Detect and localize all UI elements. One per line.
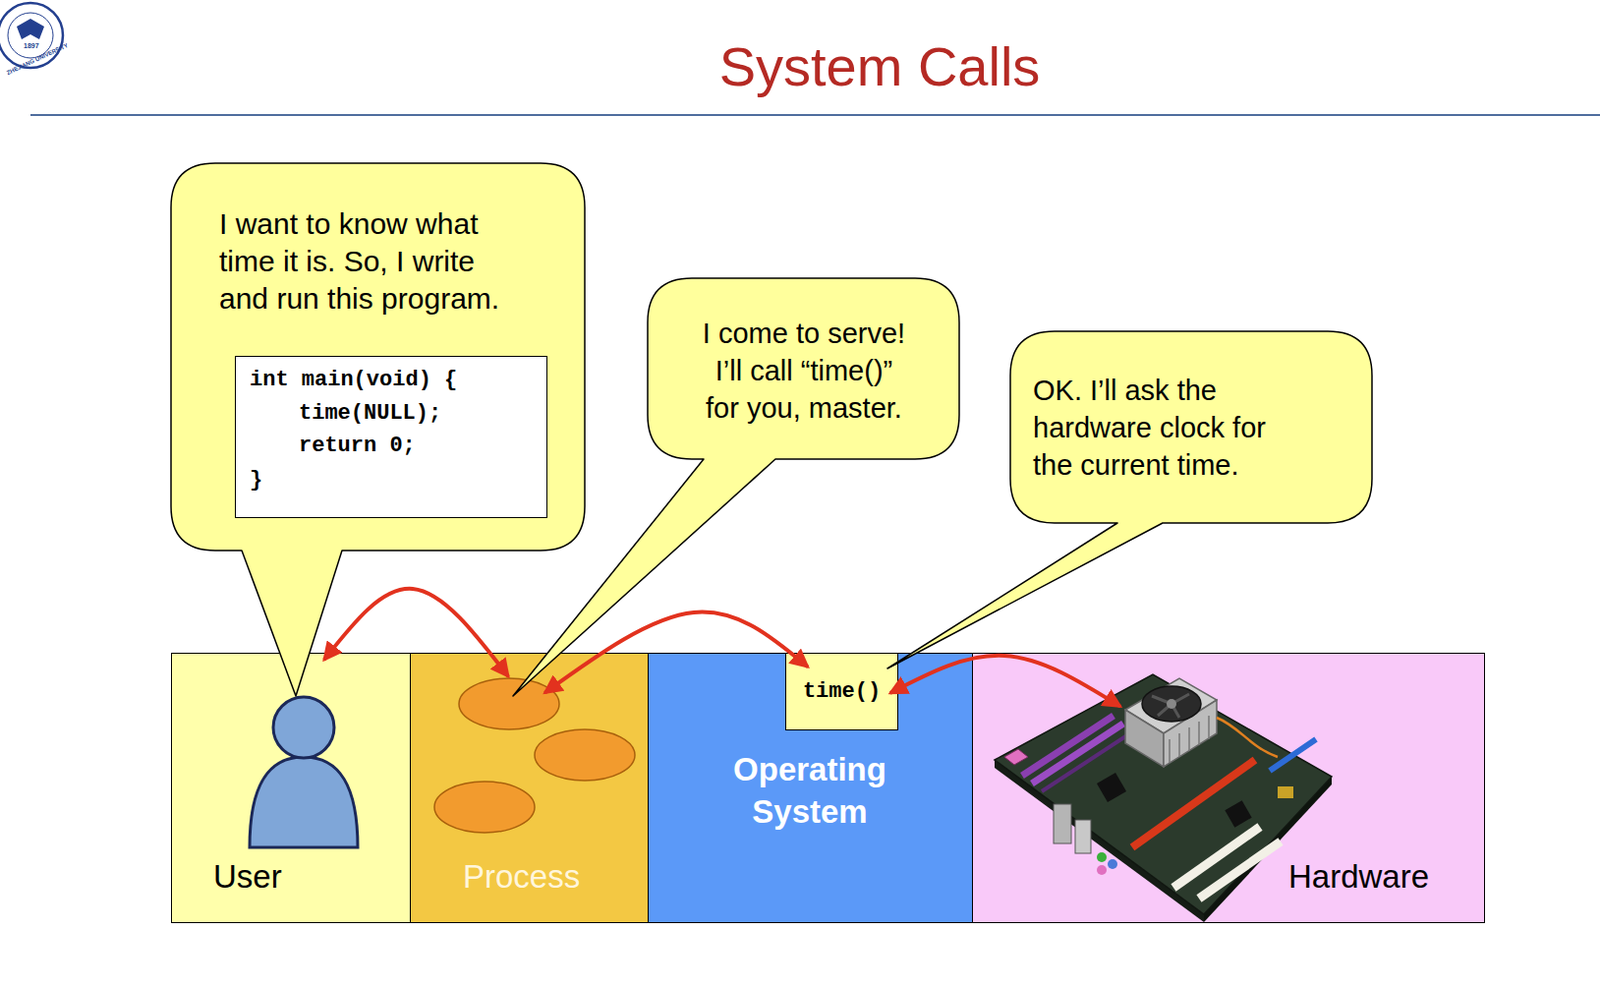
- logo-text: 1897: [23, 42, 40, 50]
- callout-text: I come to serve! I’ll call “time()” for …: [698, 314, 910, 427]
- system-call-box: time(): [785, 652, 899, 731]
- bubble-shape: [887, 331, 1372, 669]
- code-box: int main(void) {time(NULL);return 0;}: [234, 355, 548, 518]
- slide-title: System Calls: [535, 32, 1224, 102]
- user-band: User: [171, 652, 411, 923]
- speech-bubble: I want to know what time it is. So, I wr…: [171, 163, 585, 551]
- band-label: Process: [462, 857, 580, 897]
- speech-bubble: OK. I’ll ask the hardware clock for the …: [1010, 331, 1372, 523]
- code-line: int main(void) {: [249, 365, 458, 396]
- speech-bubble: I come to serve! I’ll call “time()” for …: [647, 278, 960, 459]
- band-label: Operating System: [696, 747, 923, 833]
- callout-text: I want to know what time it is. So, I wr…: [219, 205, 515, 318]
- logo-emblem: [16, 18, 45, 40]
- hardware-band: Hardware: [971, 652, 1486, 923]
- function-name: time(): [786, 677, 898, 707]
- band-label: User: [213, 857, 283, 897]
- band-label: Hardware: [1288, 857, 1429, 897]
- bubble-shape: [513, 278, 960, 696]
- code-line: }: [249, 465, 263, 496]
- process-band: Process: [409, 652, 649, 923]
- operating-system-band: Operating System time(): [647, 652, 973, 923]
- callout-text: OK. I’ll ask the hardware clock for the …: [1032, 371, 1289, 484]
- code-line: time(NULL);: [298, 399, 442, 429]
- bubble-shape: [171, 163, 585, 696]
- title-rule: [30, 114, 1600, 116]
- code-line: return 0;: [298, 431, 416, 461]
